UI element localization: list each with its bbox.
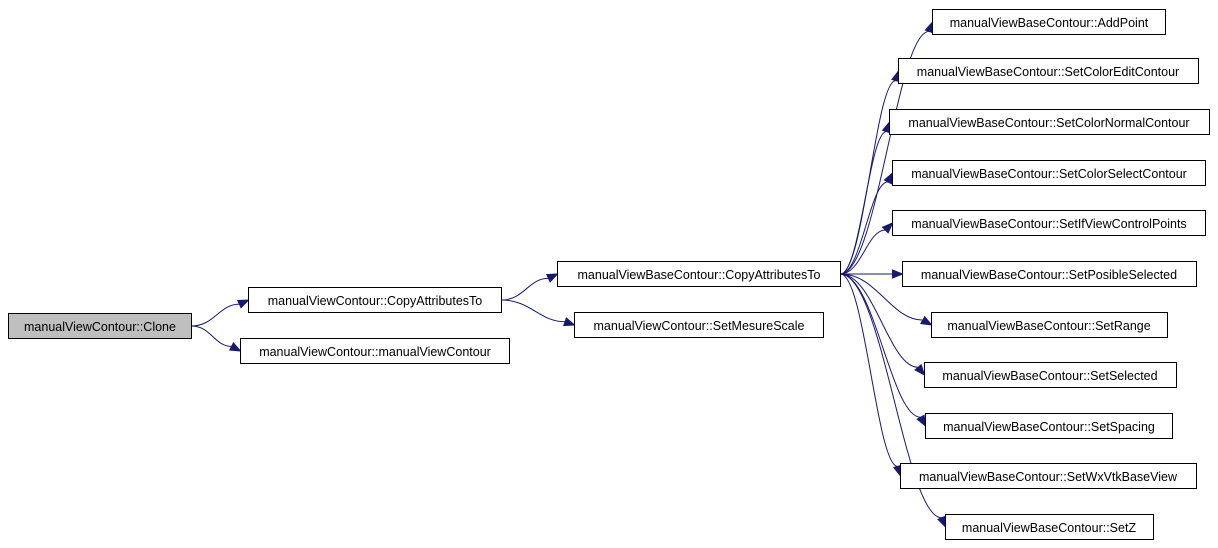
edge-base_copy_attributes_to-to-set_color_select_contour [840, 181, 889, 275]
arrowhead-clone-to-contour_constructor [228, 342, 242, 352]
node-label-set-color-normal-contour: manualViewBaseContour::SetColorNormalCon… [908, 116, 1189, 130]
node-label-set-if-view-control-points: manualViewBaseContour::SetIfViewControlP… [911, 217, 1186, 231]
arrowhead-base_copy_attributes_to-to-set_spacing [916, 414, 927, 428]
node-label-set-spacing: manualViewBaseContour::SetSpacing [943, 420, 1155, 434]
node-label-set-wx-vtk-base-view: manualViewBaseContour::SetWxVtkBaseView [919, 470, 1178, 484]
arrowhead-contour_copy_attributes_to-to-base_copy_attributes_to [545, 273, 559, 283]
nodes-layer: manualViewContour::Clone manualViewConto… [8, 9, 1210, 540]
node-label-clone: manualViewContour::Clone [24, 320, 176, 334]
node-contour-copy-attributes-to[interactable]: manualViewContour::CopyAttributesTo [248, 287, 502, 313]
arrowhead-base_copy_attributes_to-to-set_range [920, 315, 933, 326]
node-set-range[interactable]: manualViewBaseContour::SetRange [931, 312, 1168, 338]
edges-layer [191, 20, 947, 529]
node-label-set-selected: manualViewBaseContour::SetSelected [942, 369, 1157, 383]
node-set-wx-vtk-base-view[interactable]: manualViewBaseContour::SetWxVtkBaseView [900, 463, 1197, 489]
edge-base_copy_attributes_to-to-set_if_view_control_points [840, 229, 886, 275]
edge-clone-to-contour_copy_attributes_to [191, 303, 240, 327]
edge-clone-to-contour_constructor [191, 325, 232, 347]
node-set-selected[interactable]: manualViewBaseContour::SetSelected [924, 362, 1177, 388]
arrowhead-contour_copy_attributes_to-to-set_mesure_scale [563, 317, 576, 327]
edge-base_copy_attributes_to-to-set_range [840, 273, 923, 321]
node-set-posible-selected[interactable]: manualViewBaseContour::SetPosibleSelecte… [902, 261, 1197, 287]
node-label-set-posible-selected: manualViewBaseContour::SetPosibleSelecte… [921, 268, 1177, 282]
node-label-set-z: manualViewBaseContour::SetZ [962, 521, 1137, 535]
arrowhead-base_copy_attributes_to-to-set_color_select_contour [883, 171, 894, 185]
node-label-set-mesure-scale: manualViewContour::SetMesureScale [594, 319, 805, 333]
node-set-color-edit-contour[interactable]: manualViewBaseContour::SetColorEditConto… [898, 58, 1199, 84]
node-label-contour-copy-attributes-to: manualViewContour::CopyAttributesTo [268, 294, 483, 308]
arrowhead-base_copy_attributes_to-to-set_posible_selected [892, 269, 904, 279]
edge-base_copy_attributes_to-to-set_spacing [840, 273, 921, 418]
node-label-set-color-select-contour: manualViewBaseContour::SetColorSelectCon… [911, 167, 1187, 181]
node-set-mesure-scale[interactable]: manualViewContour::SetMesureScale [574, 312, 824, 338]
node-set-color-select-contour[interactable]: manualViewBaseContour::SetColorSelectCon… [892, 160, 1206, 186]
node-label-set-color-edit-contour: manualViewBaseContour::SetColorEditConto… [917, 65, 1179, 79]
node-clone[interactable]: manualViewContour::Clone [8, 313, 192, 339]
node-label-set-range: manualViewBaseContour::SetRange [947, 319, 1150, 333]
node-label-base-copy-attributes-to: manualViewBaseContour::CopyAttributesTo [578, 268, 821, 282]
arrowhead-base_copy_attributes_to-to-add_point [924, 20, 934, 34]
node-label-add-point: manualViewBaseContour::AddPoint [950, 16, 1149, 30]
arrowhead-clone-to-contour_copy_attributes_to [236, 299, 250, 309]
edge-base_copy_attributes_to-to-set_z [840, 273, 942, 519]
edge-base_copy_attributes_to-to-set_wx_vtk_base_view [840, 273, 898, 467]
node-contour-constructor[interactable]: manualViewContour::manualViewContour [240, 338, 510, 364]
node-set-spacing[interactable]: manualViewBaseContour::SetSpacing [925, 413, 1173, 439]
node-add-point[interactable]: manualViewBaseContour::AddPoint [932, 9, 1166, 35]
edge-base_copy_attributes_to-to-add_point [840, 30, 930, 275]
arrowhead-base_copy_attributes_to-to-set_selected [914, 363, 926, 377]
edge-base_copy_attributes_to-to-set_color_normal_contour [840, 131, 887, 275]
edge-contour_copy_attributes_to-to-base_copy_attributes_to [501, 277, 549, 301]
node-base-copy-attributes-to[interactable]: manualViewBaseContour::CopyAttributesTo [557, 261, 841, 287]
edge-base_copy_attributes_to-to-set_selected [840, 273, 919, 368]
arrowhead-base_copy_attributes_to-to-set_if_view_control_points [881, 222, 894, 234]
node-set-color-normal-contour[interactable]: manualViewBaseContour::SetColorNormalCon… [889, 109, 1210, 135]
edge-contour_copy_attributes_to-to-set_mesure_scale [501, 299, 566, 323]
node-label-contour-constructor: manualViewContour::manualViewContour [259, 345, 491, 359]
node-set-z[interactable]: manualViewBaseContour::SetZ [945, 514, 1154, 540]
node-set-if-view-control-points[interactable]: manualViewBaseContour::SetIfViewControlP… [892, 210, 1206, 236]
